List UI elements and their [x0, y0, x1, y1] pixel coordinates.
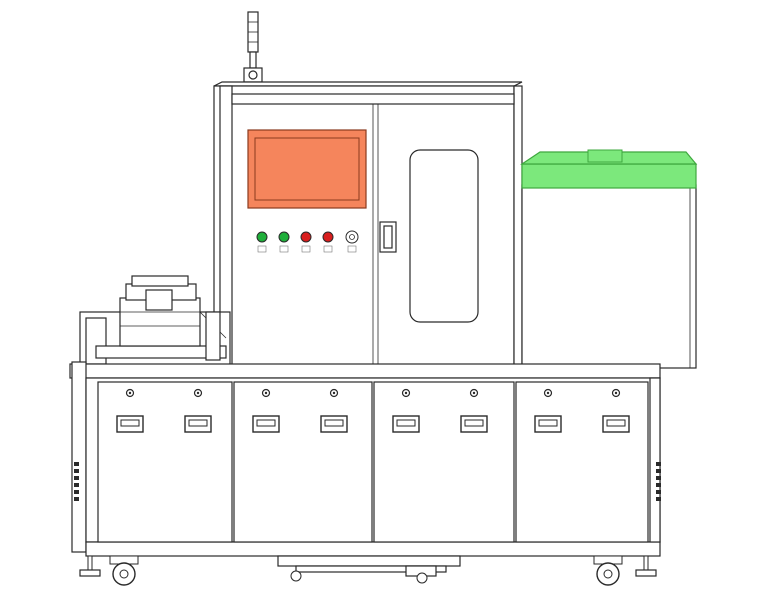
caster-wheel-icon — [416, 572, 428, 584]
screw-center — [546, 391, 550, 395]
screw-center — [264, 391, 268, 395]
vent-slot — [74, 490, 79, 494]
vent-slot — [74, 497, 79, 501]
leveling-foot-stem — [87, 555, 93, 571]
indicator-label-plate — [347, 245, 357, 253]
indicator-light-icon — [300, 231, 312, 243]
door-handle-grip — [188, 419, 208, 427]
door-handle-grip — [606, 419, 626, 427]
caster-hub — [603, 569, 613, 579]
cabinet-bay — [373, 381, 515, 543]
indicator-light-icon — [278, 231, 290, 243]
caster-hub — [119, 569, 129, 579]
vent-slot — [656, 469, 661, 473]
screw-center — [332, 391, 336, 395]
indicator-label-plate — [323, 245, 333, 253]
vent-slot — [656, 476, 661, 480]
vent-slot — [74, 483, 79, 487]
signal-tower-icon — [243, 11, 263, 83]
screw-center — [614, 391, 618, 395]
door-handle-grip — [464, 419, 484, 427]
indicator-light-icon — [256, 231, 268, 243]
control-panel-indicators — [256, 230, 359, 253]
indicator-label-plate — [279, 245, 289, 253]
caster-wheel-icon — [290, 570, 302, 582]
door-handle-grip — [120, 419, 140, 427]
indicator-light-icon — [322, 231, 334, 243]
door-handle-grip — [396, 419, 416, 427]
indicator-label-plate — [301, 245, 311, 253]
vent-slot — [656, 462, 661, 466]
screw-center — [196, 391, 200, 395]
vent-slot — [74, 469, 79, 473]
cabinet-bay — [97, 381, 233, 543]
leveling-foot-stem — [643, 555, 649, 571]
cabinet-bay — [233, 381, 373, 543]
cabinet-bay — [515, 381, 649, 543]
vent-icon — [74, 462, 661, 501]
leveling-foot-icon — [79, 569, 101, 577]
vent-slot — [656, 483, 661, 487]
screw-center — [128, 391, 132, 395]
caster-wheels — [79, 555, 657, 586]
vent-slot — [74, 476, 79, 480]
door-handle-grip — [256, 419, 276, 427]
screw-center — [404, 391, 408, 395]
cabinet-bays — [97, 381, 649, 543]
hmi-screen — [247, 129, 367, 209]
bottom-frame — [277, 555, 461, 577]
feeder-mechanism — [79, 275, 231, 369]
indicator-label-plate — [257, 245, 267, 253]
emergency-stop-inner — [349, 234, 355, 240]
door-handle-grip — [324, 419, 344, 427]
vent-slot — [656, 490, 661, 494]
leveling-foot-icon — [635, 569, 657, 577]
vent-slot — [74, 462, 79, 466]
right-door — [379, 149, 479, 323]
door-handle-grip — [538, 419, 558, 427]
vent-slot — [656, 497, 661, 501]
screw-center — [472, 391, 476, 395]
emergency-stop-icon — [345, 230, 359, 244]
hopper-unit — [520, 149, 698, 369]
